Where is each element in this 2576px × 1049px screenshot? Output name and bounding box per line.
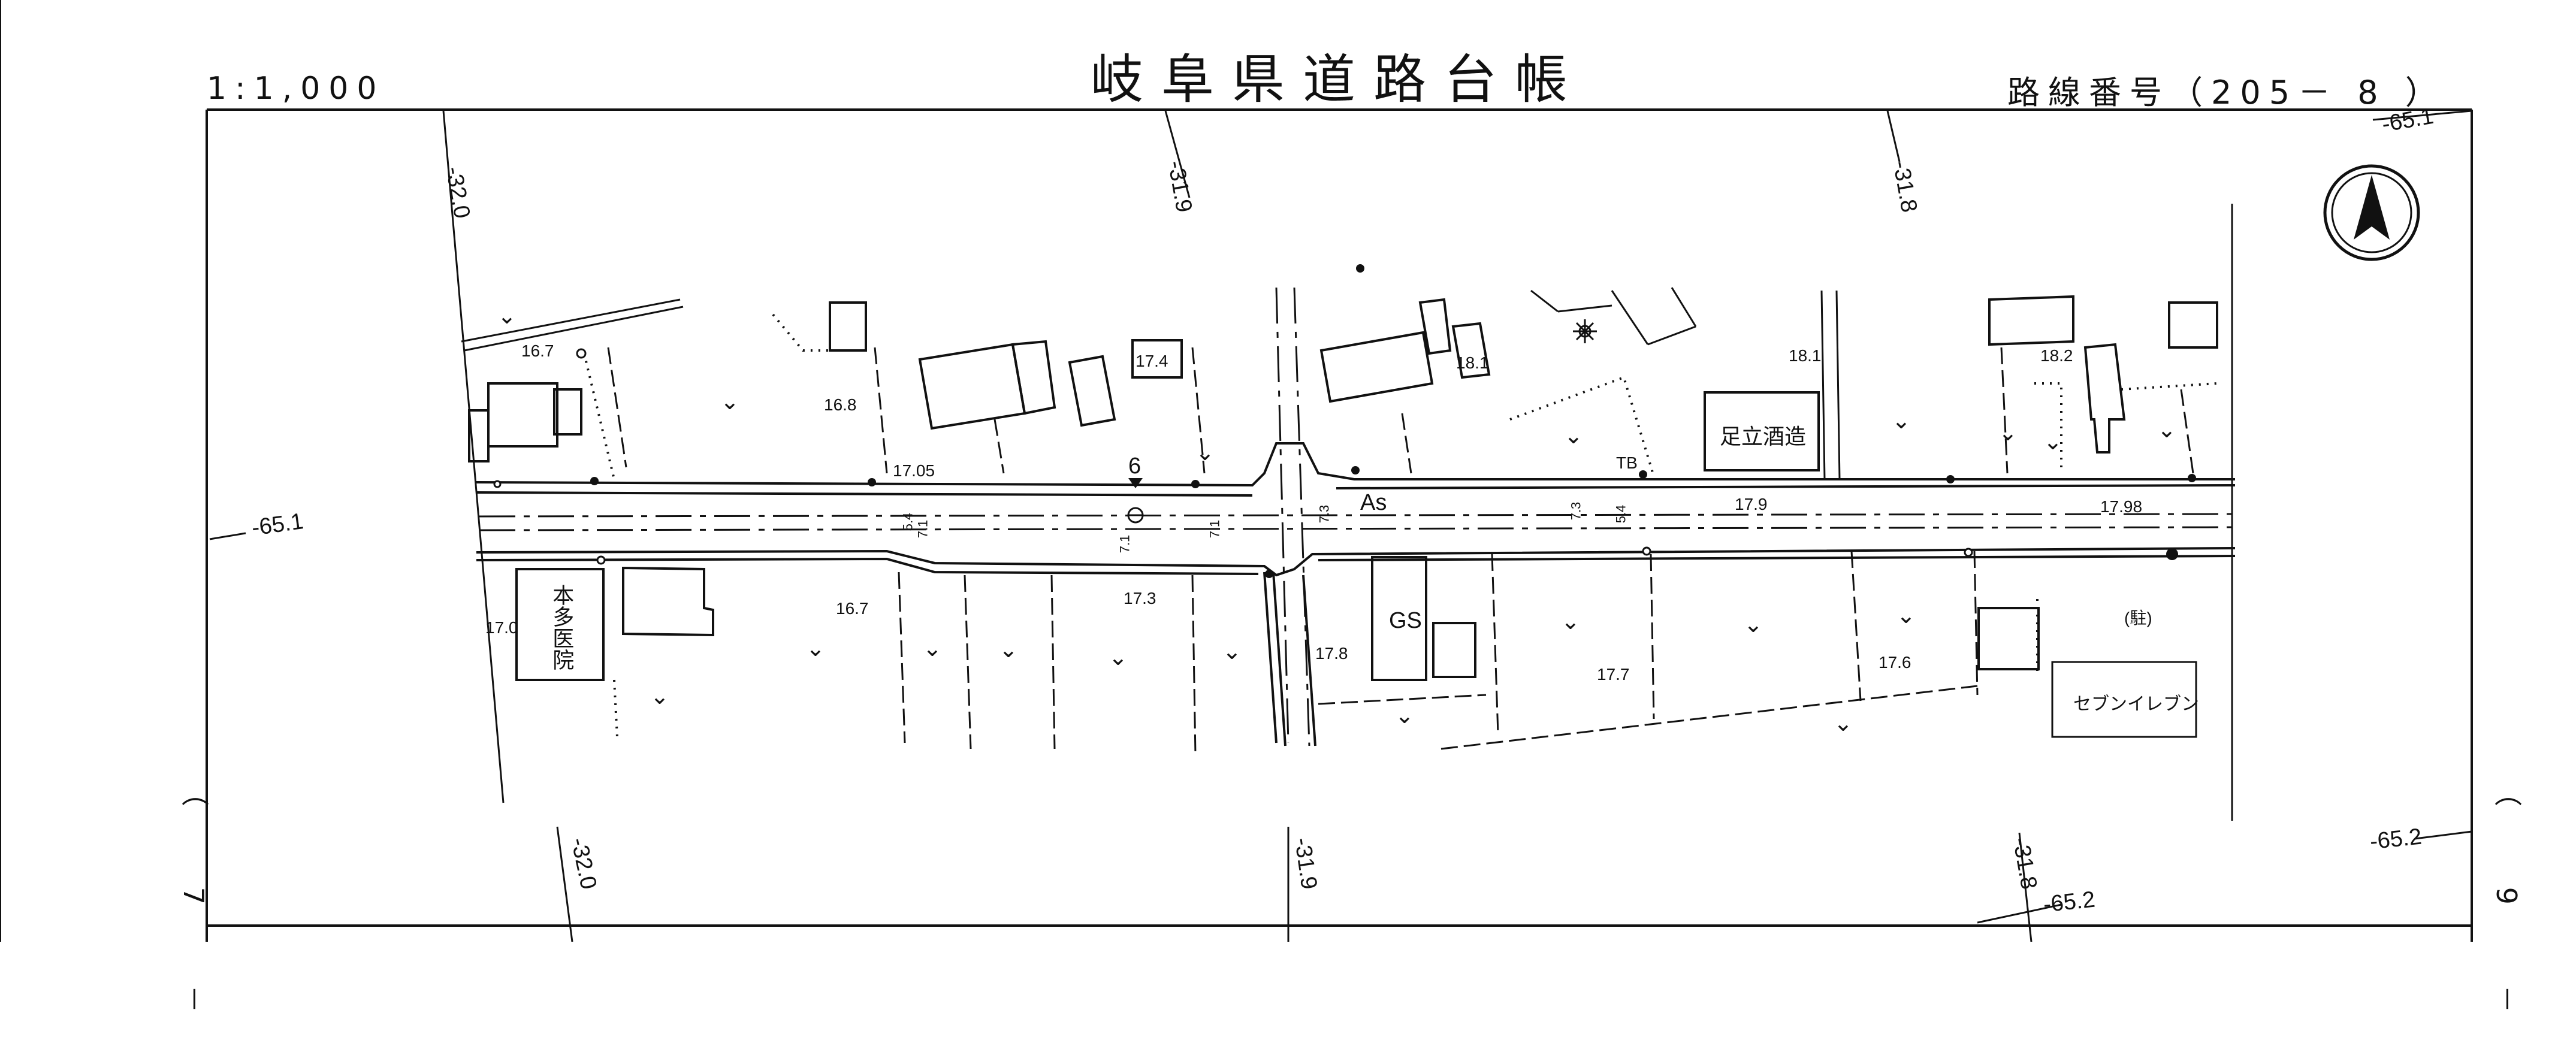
sheet-ref-right: （ 9 －	[2490, 779, 2523, 1049]
elevation-label: 17.0	[485, 618, 518, 637]
grid-label-bottom-right-b: -65.2	[2042, 887, 2097, 918]
field-check-icon: ⌄	[2043, 430, 2062, 455]
building-honda-clinic: 本多医院	[549, 584, 574, 670]
field-check-icon: ⌄	[1744, 612, 1763, 637]
sheet-ref-left: （ 7 －	[177, 779, 210, 1049]
elevation-label: 18.1	[1456, 353, 1489, 372]
field-check-icon: ⌄	[650, 684, 669, 709]
pole-dots	[590, 264, 2196, 578]
width-label: 5.4	[900, 512, 916, 531]
building-gas-station: GS	[1389, 608, 1422, 633]
elevation-label: 18.1	[1789, 346, 1822, 365]
telephone-box-label: TB	[1616, 454, 1638, 472]
width-label: 7.1	[1117, 534, 1133, 554]
field-check-icon: ⌄	[1109, 645, 1128, 670]
width-label: 7.1	[915, 519, 931, 539]
elevation-label: 17.3	[1124, 589, 1156, 607]
field-check-icon: ⌄	[1834, 711, 1853, 736]
elevation-label: 16.7	[521, 341, 554, 360]
elevation-label: 16.8	[824, 395, 857, 414]
width-label: 7.3	[1316, 504, 1332, 524]
elevation-label: 16.7	[836, 599, 869, 618]
buildings-south	[515, 556, 2197, 738]
hollow-markers	[493, 348, 1973, 565]
sun-mark-icon	[1573, 319, 1597, 343]
elevation-label: 17.98	[2100, 497, 2143, 516]
map-scale: 1:1,000	[207, 71, 385, 107]
route-number: 路線番号（205－ 8 ）	[2007, 74, 2446, 111]
elevation-label: 17.05	[893, 461, 935, 480]
grid-label-bottom-right-a: -65.2	[2368, 824, 2423, 855]
field-check-icon: ⌄	[806, 636, 825, 661]
field-check-icon: ⌄	[1892, 409, 1911, 434]
field-check-icon: ⌄	[2157, 418, 2176, 443]
elevation-label: 17.6	[1879, 653, 1911, 672]
station-marker-icon	[1128, 478, 1143, 488]
field-check-icon: ⌄	[1222, 639, 1242, 664]
width-label: 7.1	[1207, 519, 1222, 539]
field-check-icon: ⌄	[1395, 703, 1414, 728]
field-check-icon: ⌄	[1896, 603, 1916, 628]
width-label: 7.3	[1568, 501, 1584, 521]
elevation-label: 17.4	[1136, 352, 1168, 370]
width-label: 5.4	[1613, 504, 1629, 524]
road-surface-label: As	[1360, 490, 1387, 515]
grid-lines	[209, 110, 2472, 942]
field-check-icon: ⌄	[1561, 609, 1580, 634]
building-adachi-brewery: 足立酒造	[1720, 425, 1807, 449]
north-arrow-icon	[2323, 164, 2420, 261]
parcel-boundaries	[607, 347, 2194, 755]
field-check-icon: ⌄	[1195, 440, 1215, 465]
station-marker-label: 6	[1128, 454, 1141, 479]
building-seven-eleven: セブンイレブン	[2073, 694, 2199, 715]
field-check-icon: ⌄	[923, 636, 942, 661]
field-check-icon: ⌄	[999, 637, 1018, 663]
sheet-frame	[0, 0, 2473, 942]
parking-label: (駐)	[2124, 609, 2152, 627]
elevation-label: 17.9	[1735, 495, 1768, 513]
fences	[583, 313, 2218, 737]
elevation-label: 17.7	[1597, 665, 1630, 684]
elevation-label: 17.8	[1315, 644, 1348, 663]
map-title: 岐阜県道路台帳	[1091, 49, 1586, 110]
field-check-icon: ⌄	[720, 389, 739, 415]
boundary-lines	[461, 204, 2233, 821]
road-centerline	[479, 287, 2236, 746]
field-check-icon: ⌄	[1564, 424, 1583, 449]
field-check-icon: ⌄	[497, 304, 517, 329]
field-check-icon: ⌄	[1998, 421, 2018, 446]
buildings-north	[468, 295, 2218, 471]
road-map-drawing	[0, 0, 2473, 942]
elevation-label: 18.2	[2040, 346, 2073, 365]
road-edges	[476, 442, 2236, 746]
